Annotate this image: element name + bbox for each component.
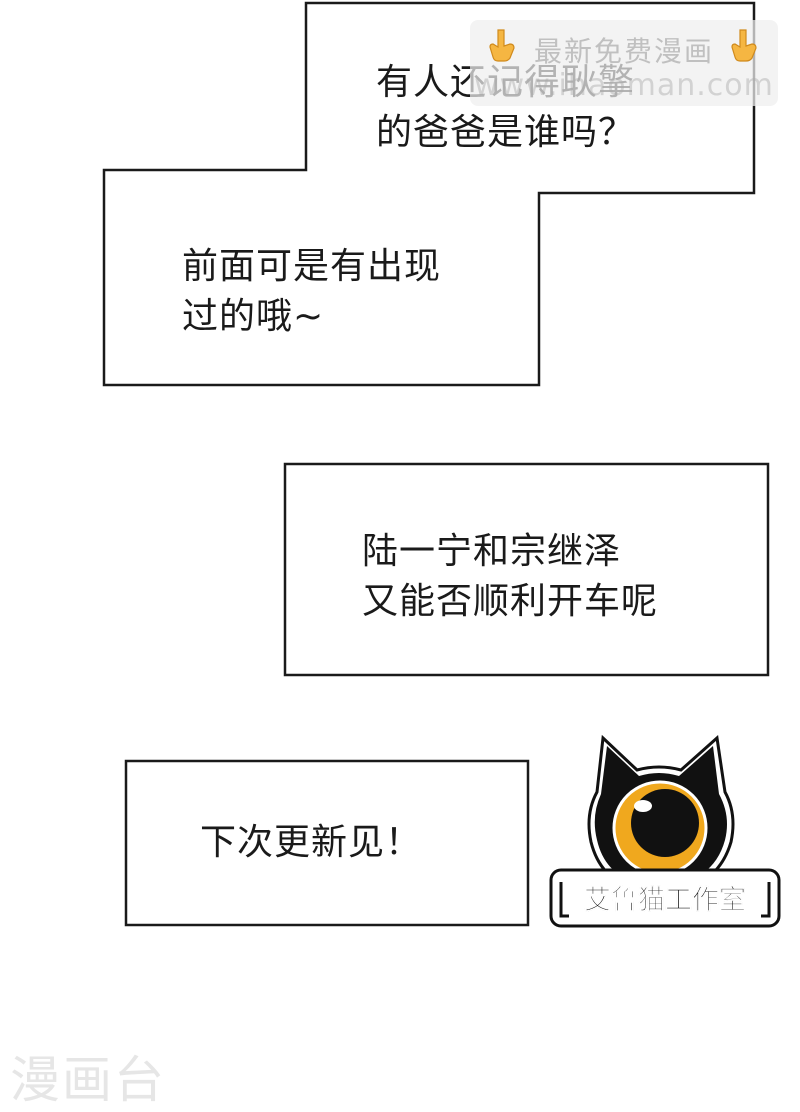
caption-box-4-frame [124,759,530,927]
studio-logo: 艾鲁猫工作室 [545,730,785,940]
caption-text-2: 前面可是有出现 过的哦~ [182,246,442,337]
pointing-hand-icon [489,29,515,62]
studio-logo-text: 艾鲁猫工作室 [584,884,746,916]
watermark-banner: 最新免费漫画 www.ihaoman.com [470,20,778,106]
watermark-url: www.ihaoman.com [474,68,774,103]
caption-text-4: 下次更新见！ [200,822,423,863]
caption-text-3: 陆一宁和宗继泽 又能否顺利开车呢 [362,531,659,622]
caption-box-3-frame [283,462,770,677]
cat-eye-icon: 艾鲁猫工作室 [549,734,781,928]
pointing-hand-icon [731,29,757,62]
corner-watermark: 漫画台 [10,1051,166,1109]
watermark-title: 最新免费漫画 [533,35,714,68]
